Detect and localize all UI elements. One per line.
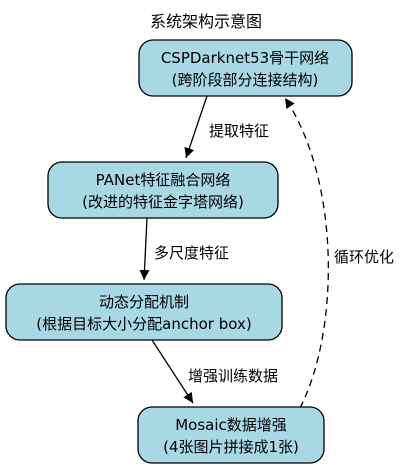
edge-loop-optimize: 循环优化 <box>284 97 394 409</box>
node-dynamic-allocation-subtitle: (根据目标大小分配anchor box) <box>36 315 251 333</box>
diagram-title: 系统架构示意图 <box>150 12 262 31</box>
edge-arrow-2 <box>139 217 150 281</box>
edge-arrow-1 <box>184 95 208 159</box>
edge-label-multiscale-features: 多尺度特征 <box>154 244 229 262</box>
node-dynamic-allocation-title: 动态分配机制 <box>99 293 189 311</box>
node-cspdarknet53: CSPDarknet53骨干网络 (跨阶段部分连接结构) <box>138 39 353 97</box>
node-mosaic: Mosaic数据增强 (4张图片拼接成1张) <box>137 406 325 464</box>
node-dynamic-allocation: 动态分配机制 (根据目标大小分配anchor box) <box>5 283 283 341</box>
node-cspdarknet53-subtitle: (跨阶段部分连接结构) <box>172 71 319 89</box>
node-panet-subtitle: (改进的特征金字塔网络) <box>82 193 244 211</box>
edge-label-extract-features: 提取特征 <box>209 122 269 140</box>
node-box-cspdarknet53 <box>138 39 353 97</box>
node-box-mosaic <box>137 406 325 464</box>
edge-extract-features: 提取特征 <box>184 95 269 159</box>
node-mosaic-subtitle: (4张图片拼接成1张) <box>163 438 299 456</box>
edge-label-enhance-training: 增强训练数据 <box>188 367 278 385</box>
edge-arrow-3 <box>151 339 194 404</box>
edge-label-loop-optimize: 循环优化 <box>334 248 394 266</box>
node-mosaic-title: Mosaic数据增强 <box>175 416 287 434</box>
node-panet-title: PANet特征融合网络 <box>96 171 231 189</box>
node-box-dynamic-allocation <box>5 283 283 341</box>
node-box-panet <box>47 161 279 219</box>
edge-enhance-training: 增强训练数据 <box>151 339 278 404</box>
edge-arrow-4-dashed <box>284 97 329 409</box>
edge-multiscale-features: 多尺度特征 <box>139 217 229 281</box>
node-panet: PANet特征融合网络 (改进的特征金字塔网络) <box>47 161 279 219</box>
node-cspdarknet53-title: CSPDarknet53骨干网络 <box>161 49 329 67</box>
